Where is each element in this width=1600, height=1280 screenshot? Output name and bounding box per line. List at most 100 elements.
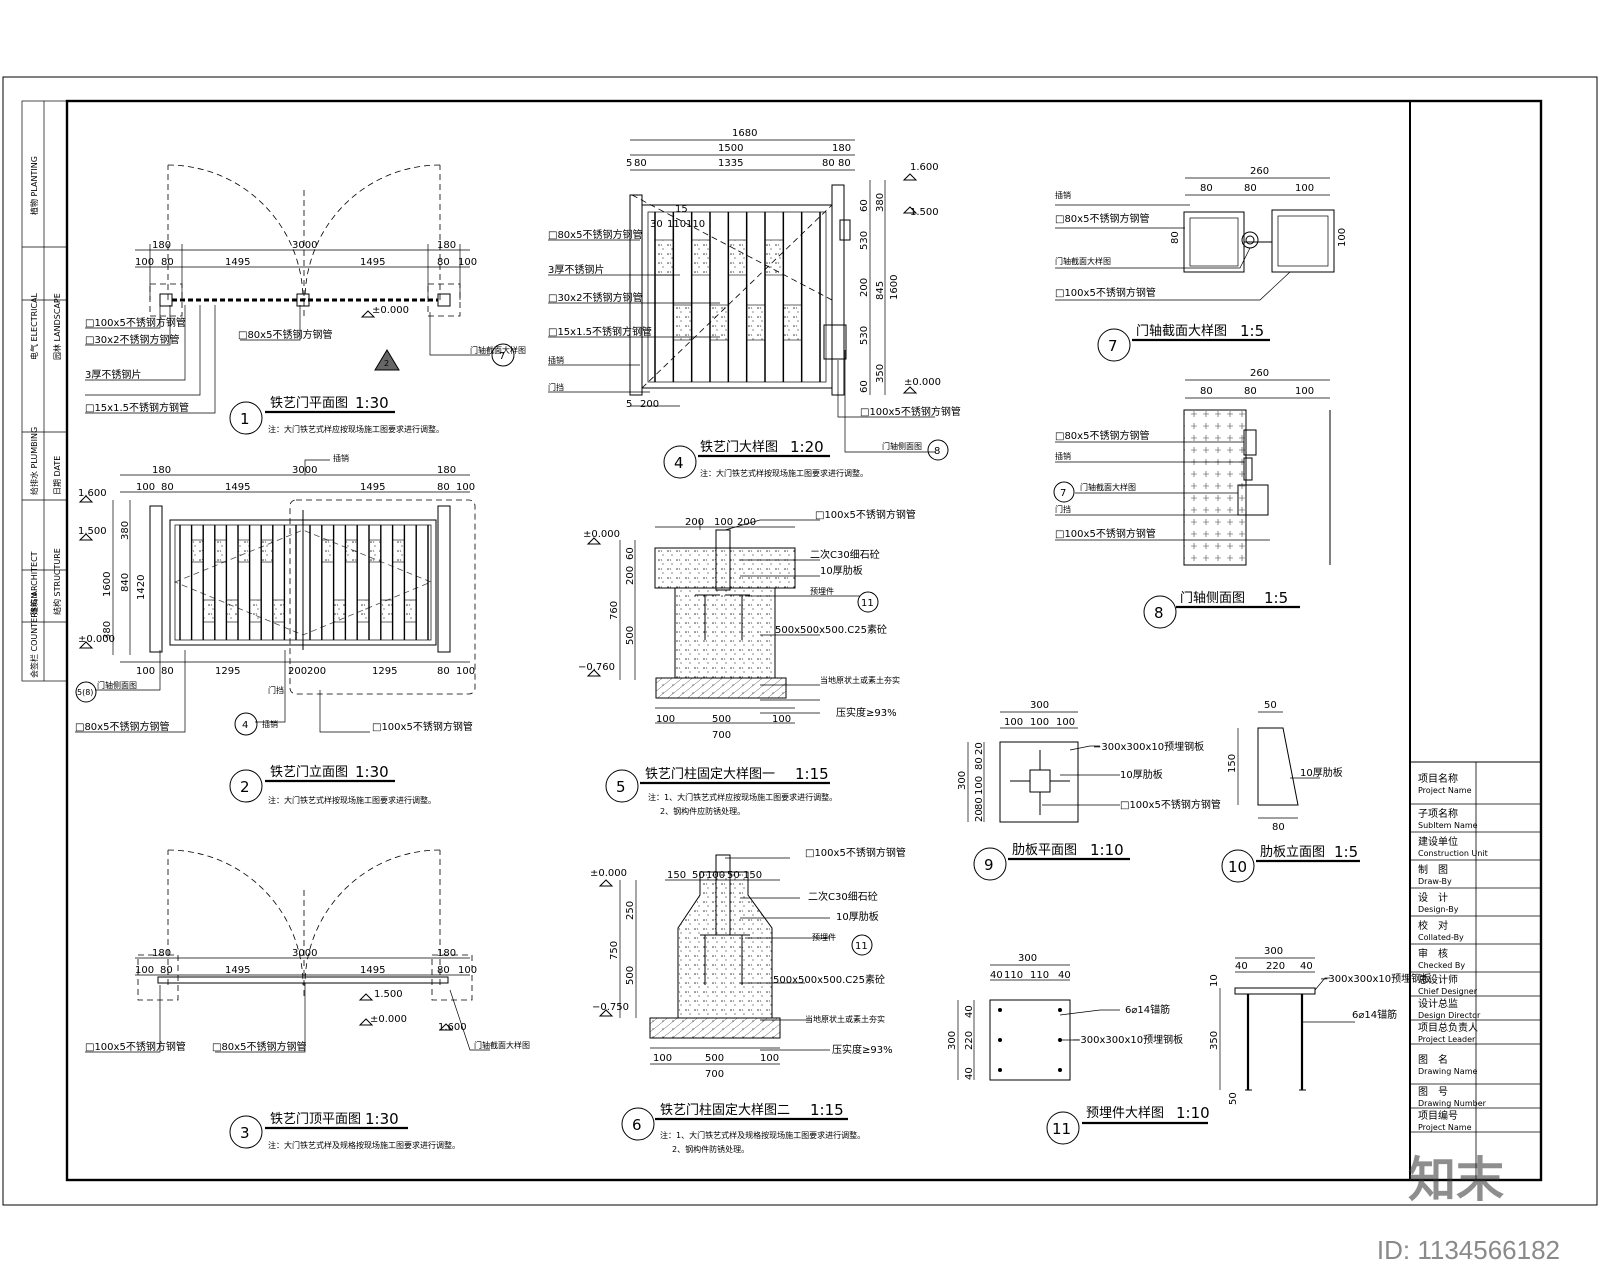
dim-1680: 1680 — [732, 128, 757, 139]
dim-110: 110 — [686, 219, 705, 230]
label-stopper: 门挡 — [548, 382, 564, 392]
dim-3000: 3000 — [292, 240, 317, 251]
level-0: ±0.000 — [78, 634, 115, 645]
dim-100: 100 — [458, 257, 477, 268]
title-block-label-cn: 项目总负责人 — [1418, 1021, 1478, 1034]
dim-80: 80 — [437, 666, 450, 677]
title-block-label-cn: 图 名 — [1418, 1053, 1448, 1066]
view-title: 铁艺门顶平面图 — [270, 1112, 361, 1127]
dim-180: 180 — [437, 948, 456, 959]
decor-panel — [356, 599, 370, 623]
dim-60: 60 — [625, 547, 636, 560]
title-block-label-en: Chief Designer — [1418, 987, 1478, 996]
strip-label: 日期 DATE — [53, 456, 62, 495]
dim-100: 100 — [456, 666, 475, 677]
view-title: 肋板立面图 — [1260, 845, 1325, 860]
dim-750: 750 — [609, 941, 620, 960]
view-3-gate-top-plan: 3000 180 180 100 80 1495 1495 80 100 1.5… — [85, 849, 530, 1150]
dim-40: 40 — [1300, 961, 1313, 972]
view-note: 注：1、大门铁艺式样应按现场施工图要求进行调整。 — [648, 792, 837, 802]
dim-1420: 1420 — [136, 575, 147, 600]
dim-40: 40 — [990, 970, 1003, 981]
level-0: ±0.000 — [583, 529, 620, 540]
dim-300: 300 — [957, 771, 968, 790]
dim-180: 180 — [152, 240, 171, 251]
view-title: 铁艺门大样图 — [700, 440, 778, 455]
label-lock: 插销 — [1055, 451, 1071, 461]
view-11-embedded-part: 300 40 110 110 40 300 40 220 40 6⌀14锚筋 −… — [947, 946, 1431, 1145]
decor-panel — [392, 539, 405, 563]
dim-180: 180 — [437, 465, 456, 476]
view-1-gate-plan: 3000 180 180 100 80 1495 1495 80 100 ±0.… — [85, 164, 526, 435]
dim-1495: 1495 — [225, 482, 250, 493]
level-1600: 1.600 — [78, 488, 107, 499]
dim-60: 60 — [859, 380, 870, 393]
decor-panel — [691, 239, 711, 276]
dim-5: 5 — [626, 158, 632, 169]
decor-panel — [333, 599, 346, 623]
label-pipe-80: □80x5不锈钢方钢管 — [212, 1040, 306, 1053]
decor-panel — [673, 304, 692, 341]
dim-1495: 1495 — [360, 257, 385, 268]
decor-panel — [202, 599, 216, 623]
dim-80: 80 — [1200, 183, 1213, 194]
view-note: 注：大门铁艺式样按现场施工图要求进行调整。 — [700, 468, 868, 478]
strip-label: 植物 PLANTING — [29, 156, 39, 215]
level-m760: −0.760 — [578, 662, 615, 673]
dim-100: 100 — [136, 666, 155, 677]
label-stopper: 门挡 — [268, 685, 284, 695]
dim-50: 50 — [1228, 1092, 1239, 1105]
dim-1295: 1295 — [215, 666, 240, 677]
dim-5: 5 — [626, 399, 632, 410]
dim-180: 180 — [832, 143, 851, 154]
view-title: 铁艺门柱固定大样图一 — [645, 767, 775, 782]
level-m750: −0.750 — [592, 1002, 629, 1013]
label-rib: 10厚肋板 — [1120, 768, 1163, 781]
decor-panel — [260, 539, 274, 563]
dim-80: 80 — [634, 158, 647, 169]
title-block-label-en: Drawing Number — [1418, 1099, 1487, 1108]
decor-panel — [368, 539, 382, 563]
dim-700: 700 — [712, 730, 731, 741]
dim-100: 100 — [1030, 717, 1049, 728]
outer-border — [2, 76, 1598, 1206]
level-1500: 1.500 — [374, 989, 403, 1000]
dim-80: 80 — [161, 257, 174, 268]
strip-label: 结构 STRUCTURE — [52, 548, 62, 615]
dim-60: 60 — [859, 199, 870, 212]
dim-80: 80 — [1200, 386, 1213, 397]
label-hinge: 门轴截面大样图 — [1080, 482, 1136, 492]
label-rib: 10厚肋板 — [1300, 766, 1343, 779]
label-rib10: 10厚肋板 — [820, 564, 863, 577]
title-block-label-en: Project Name — [1418, 1123, 1472, 1132]
strip-label: 建筑 ARCHITECT — [29, 551, 39, 615]
view-title: 预埋件大样图 — [1086, 1106, 1164, 1121]
title-block-label-en: SubItem Name — [1418, 821, 1478, 830]
title-block-label-cn: 图 号 — [1418, 1086, 1448, 1098]
dim-80: 80 — [437, 965, 450, 976]
dim-350: 350 — [1209, 1031, 1220, 1050]
dim-200: 200 — [307, 666, 326, 677]
label-base: 当地原状土或素土夯实 — [820, 675, 900, 685]
view-9-rib-plate-plan: 300 100 100 100 300 20 80 100 80 20 −300… — [957, 700, 1221, 881]
dim-80: 80 — [437, 482, 450, 493]
ref-8: 8 — [934, 446, 940, 457]
label-pipe-100: □100x5不锈钢方钢管 — [1055, 527, 1156, 540]
dim-200: 200 — [625, 566, 636, 585]
decor-panel — [214, 539, 227, 563]
view-num: 3 — [240, 1124, 250, 1142]
label-stopper: 门挡 — [1055, 504, 1071, 514]
dim-180: 180 — [437, 240, 456, 251]
view-scale: 1:10 — [1176, 1104, 1210, 1122]
view-title: 铁艺门平面图 — [270, 396, 348, 411]
bolt-holes — [998, 1008, 1062, 1072]
decor-panel — [404, 599, 417, 623]
label-pipe-100: □100x5不锈钢方钢管 — [815, 508, 916, 521]
dim-1600: 1600 — [102, 572, 113, 597]
title-block-label-en: Design Director — [1418, 1011, 1481, 1020]
left-signature-strip: 植物 PLANTING 园林 LANDSCAPE 电气 ELECTRICAL 给… — [21, 100, 68, 682]
dim-100: 100 — [135, 257, 154, 268]
view-6-post-fixing-2: 150 50 100 50 150 100 500 100 700 750 25… — [590, 846, 906, 1154]
dim-380: 380 — [120, 521, 131, 540]
